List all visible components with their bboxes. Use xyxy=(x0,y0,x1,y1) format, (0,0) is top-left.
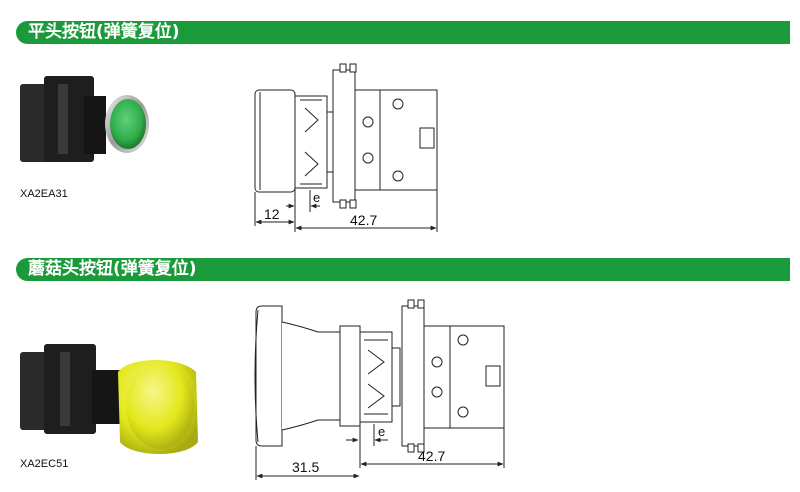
drawing-mushroom xyxy=(254,299,505,480)
product-photo-mushroom xyxy=(20,344,198,454)
dim-e-label: e xyxy=(378,424,385,439)
dim-front-label: 31.5 xyxy=(292,459,319,475)
section-title: 蘑菇头按钮(弹簧复位) xyxy=(28,259,197,279)
section-banner-mushroom: 蘑菇头按钮(弹簧复位) xyxy=(16,258,790,281)
drawing-flat xyxy=(254,63,438,232)
product-photo-flat xyxy=(20,76,149,162)
section-title: 平头按钮(弹簧复位) xyxy=(28,22,180,42)
green-button-face xyxy=(110,99,146,149)
dim-front-label: 12 xyxy=(264,206,280,222)
dim-body-label: 42.7 xyxy=(350,212,377,228)
section-banner-flat: 平头按钮(弹簧复位) xyxy=(16,21,790,44)
product-code: XA2EA31 xyxy=(20,188,68,200)
product-code: XA2EC51 xyxy=(20,458,69,470)
dim-lines-mushroom xyxy=(256,437,504,479)
dim-lines-flat xyxy=(255,203,437,231)
dim-body-label: 42.7 xyxy=(418,448,445,464)
dim-e-label: e xyxy=(313,190,320,205)
